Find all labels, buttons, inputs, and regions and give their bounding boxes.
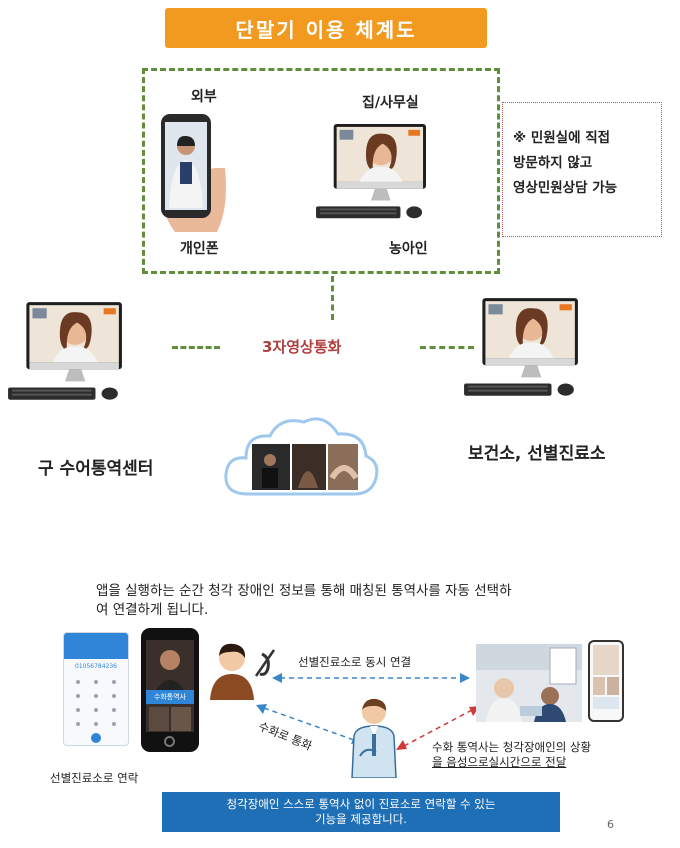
video-tile-4 bbox=[593, 697, 619, 709]
video-tile-main bbox=[593, 645, 619, 675]
note-line-3: 영상민원상담 가능 bbox=[513, 180, 618, 196]
title-banner: 단말기 이용 체계도 bbox=[165, 8, 487, 48]
bottom-banner-line-2: 기능을 제공합니다. bbox=[315, 812, 407, 826]
hand-phone-image bbox=[161, 114, 226, 232]
left-connector bbox=[172, 346, 220, 349]
bottom-banner-line-1: 청각장애인 스스로 통역사 없이 진료소로 연락할 수 있는 bbox=[226, 797, 496, 811]
interpreter-icon bbox=[351, 698, 397, 778]
clinic-photo bbox=[476, 644, 582, 722]
relay-text: 수화 통역사는 청각장애인의 상황 을 음성으로실시간으로 전달 bbox=[432, 740, 591, 770]
dialer-number: 01056784236 bbox=[75, 663, 117, 670]
label-deaf-person: 농아인 bbox=[389, 241, 428, 257]
description-text: 앱을 실행하는 순간 청각 장애인 정보를 통해 매칭된 통역사를 자동 선택하… bbox=[96, 582, 616, 620]
dialer-phone-screen: 01056784236 bbox=[63, 632, 129, 746]
dial-pad-icon bbox=[76, 680, 116, 743]
note-line-2: 방문하지 않고 bbox=[513, 155, 593, 171]
cloud-image bbox=[224, 417, 379, 496]
sign-language-center-label: 구 수어통역센터 bbox=[38, 459, 154, 479]
label-home-office: 집/사무실 bbox=[362, 95, 419, 111]
video-grid-phone bbox=[588, 640, 624, 722]
computer-left-image bbox=[4, 300, 126, 412]
computer-home-image bbox=[312, 122, 430, 230]
title-text: 단말기 이용 체계도 bbox=[235, 17, 417, 42]
label-personal-phone: 개인폰 bbox=[180, 241, 219, 257]
note-text: ※ 민원실에 직접 방문하지 않고 영상민원상담 가능 bbox=[513, 126, 663, 201]
right-connector bbox=[420, 346, 474, 349]
interpreter-face-image bbox=[156, 650, 184, 690]
thumbnail-2 bbox=[171, 707, 191, 731]
relay-line-1: 수화 통역사는 청각장애인의 상황 bbox=[432, 740, 592, 754]
description-line-2: 여 연결하게 됩니다. bbox=[96, 602, 209, 618]
description-line-1: 앱을 실행하는 순간 청각 장애인 정보를 통해 매칭된 통역사를 자동 선택하 bbox=[96, 583, 512, 599]
note-line-1: ※ 민원실에 직접 bbox=[513, 130, 611, 146]
health-center-label: 보건소, 선별진료소 bbox=[468, 444, 606, 464]
video-tile-2 bbox=[593, 677, 605, 695]
simultaneous-connection-arrow bbox=[272, 673, 470, 683]
interpreter-phone-screen: 수화통역사 bbox=[146, 640, 194, 732]
page-number: 6 bbox=[607, 818, 614, 831]
home-button bbox=[164, 736, 175, 747]
label-outside: 외부 bbox=[191, 89, 217, 105]
dashed-group-box bbox=[142, 68, 500, 274]
thumbnails bbox=[146, 704, 194, 732]
interpreter-label: 수화통역사 bbox=[146, 690, 194, 704]
interpreter-phone: 수화통역사 bbox=[141, 628, 199, 752]
deaf-person-icon bbox=[210, 643, 276, 700]
computer-right-image bbox=[460, 296, 582, 408]
relay-line-2: 을 음성으로실시간으로 전달 bbox=[432, 755, 567, 769]
simultaneous-connection-label: 선별진료소로 동시 연결 bbox=[298, 655, 412, 669]
note-box bbox=[502, 102, 662, 237]
video-tiles bbox=[593, 677, 619, 695]
thumbnail-1 bbox=[149, 707, 169, 731]
video-tile-3 bbox=[607, 677, 619, 695]
dialer-header bbox=[64, 633, 128, 659]
three-way-video-call-label: 3자영상통화 bbox=[262, 338, 342, 356]
contact-clinic-label: 선별진료소로 연락 bbox=[50, 771, 139, 785]
bottom-banner: 청각장애인 스스로 통역사 없이 진료소로 연락할 수 있는 기능을 제공합니다… bbox=[162, 792, 560, 832]
vertical-connector bbox=[331, 276, 334, 320]
